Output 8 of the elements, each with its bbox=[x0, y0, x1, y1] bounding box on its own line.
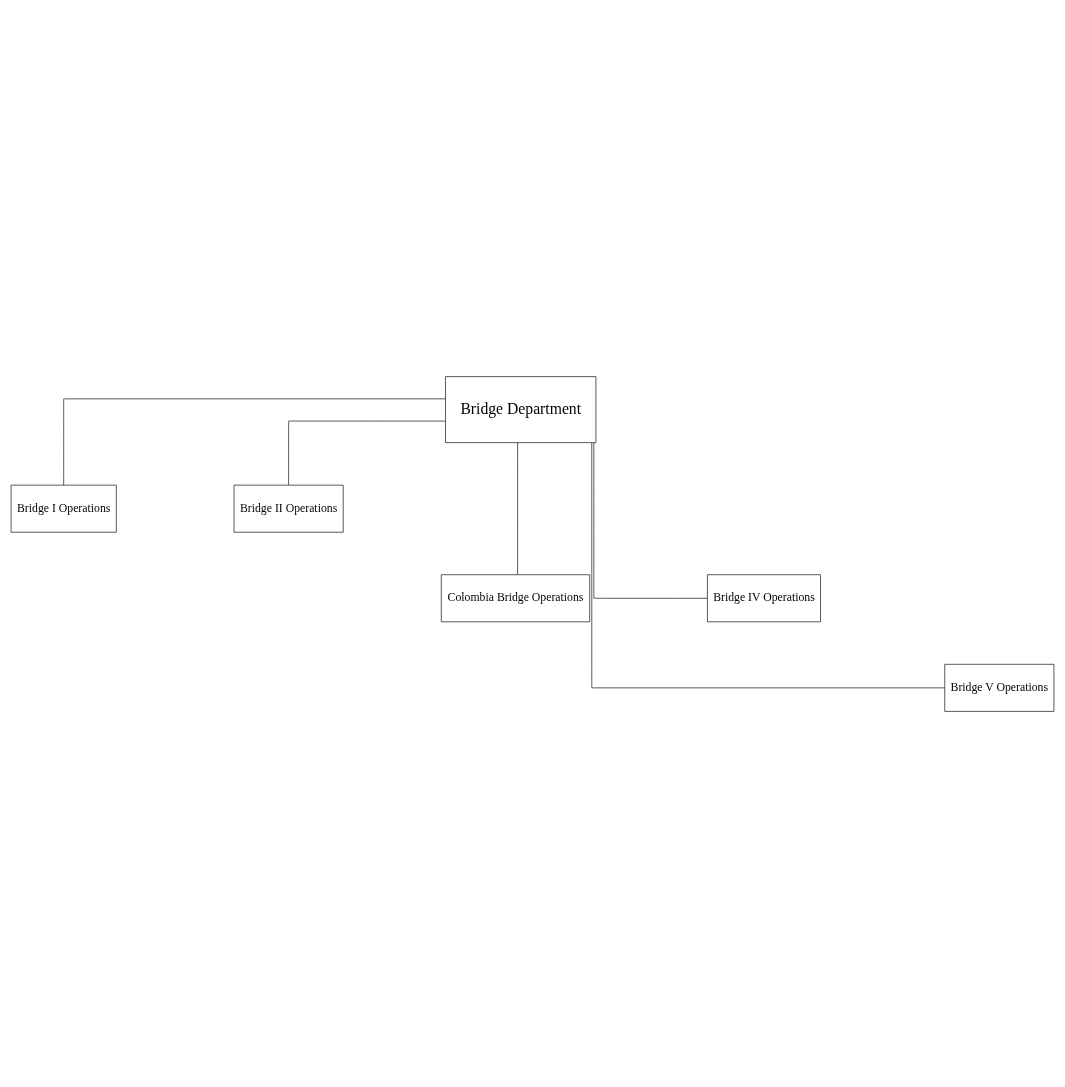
node-box: Bridge V Operations bbox=[944, 663, 1055, 712]
node-box: Bridge I Operations bbox=[10, 484, 117, 533]
node-box: Bridge IV Operations bbox=[707, 573, 821, 622]
connector bbox=[63, 398, 446, 485]
node-box: Colombia Bridge Operations bbox=[440, 573, 591, 622]
connector bbox=[288, 420, 446, 485]
node-box: Bridge II Operations bbox=[233, 484, 344, 533]
node-box: Bridge Department bbox=[445, 375, 597, 443]
